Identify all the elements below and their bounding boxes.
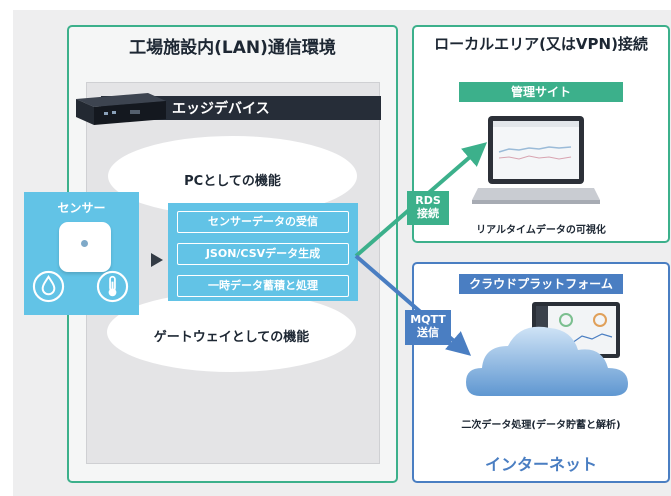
gateway-function-ellipse xyxy=(107,292,356,372)
sensor-title: センサー xyxy=(57,201,106,215)
function-temp-storage: 一時データ蓄積と処理 xyxy=(177,275,349,297)
sensor-to-gateway-arrow xyxy=(151,253,163,267)
function-json-csv-generate: JSON/CSVデータ生成 xyxy=(177,243,349,265)
rds-connection-label: RDS 接続 xyxy=(407,191,449,225)
gateway-function-label: ゲートウェイとしての機能 xyxy=(153,330,310,345)
management-site-label: 管理サイト xyxy=(459,82,623,102)
rds-label-line2: 接続 xyxy=(417,207,439,220)
thermometer-icon xyxy=(96,270,129,303)
vpn-section-title: ローカルエリア(又はVPN)接続 xyxy=(434,35,648,53)
laptop-icon xyxy=(472,116,600,204)
cloud-platform-label: クラウドプラットフォーム xyxy=(459,274,623,294)
sensor-device-icon xyxy=(59,222,111,272)
humidity-icon xyxy=(32,270,65,303)
secondary-processing-label: 二次データ処理(データ貯蓄と解析) xyxy=(461,420,621,431)
realtime-visualization-label: リアルタイムデータの可視化 xyxy=(476,225,606,236)
pc-function-ellipse xyxy=(108,136,357,216)
lan-section-title: 工場施設内(LAN)通信環境 xyxy=(129,38,336,58)
edge-device-icon xyxy=(76,93,166,125)
internet-title: インターネット xyxy=(484,455,597,474)
mqtt-send-label: MQTT 送信 xyxy=(405,310,451,345)
edge-device-label: エッジデバイス xyxy=(172,101,270,117)
rds-label-line1: RDS xyxy=(415,194,441,207)
function-list-box xyxy=(168,203,358,301)
mqtt-label-line1: MQTT xyxy=(410,313,446,326)
cloud-icon xyxy=(466,302,628,396)
function-sensor-receive: センサーデータの受信 xyxy=(177,211,349,233)
mqtt-label-line2: 送信 xyxy=(417,326,439,339)
pc-function-label: PCとしての機能 xyxy=(184,174,281,189)
